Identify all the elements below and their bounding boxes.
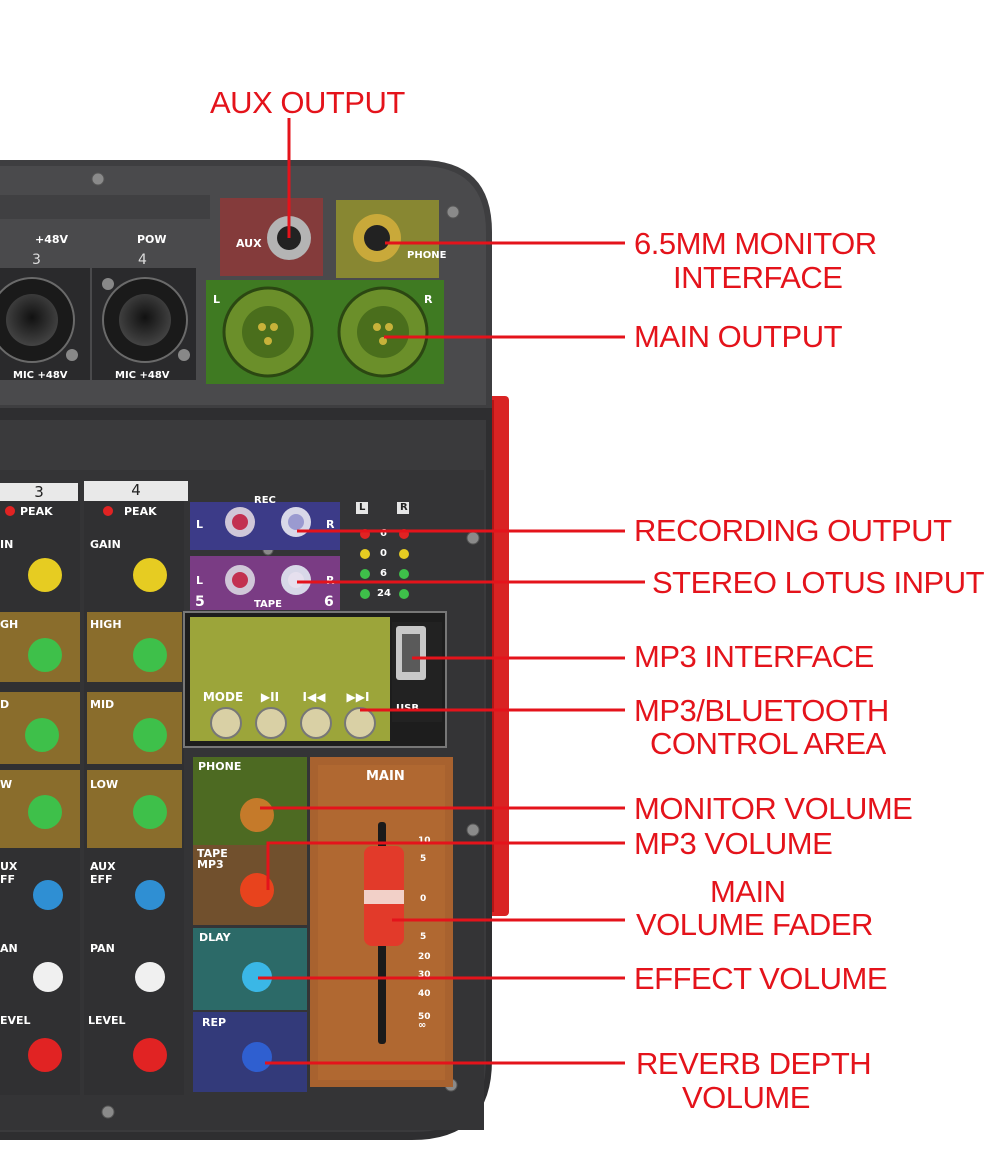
phone-label: PHONE [407, 250, 447, 261]
channel-strip-4 [84, 485, 184, 1095]
next-button-label: ▶▶I [346, 690, 370, 704]
high-label-4: HIGH [90, 618, 122, 631]
peak-label-3: PEAK [20, 505, 53, 518]
fader-mark-0: 0 [420, 894, 427, 904]
xlr-num-3: 3 [32, 252, 41, 268]
recording-output-callout: RECORDING OUTPUT [634, 513, 952, 548]
fader-mark-5a: 5 [420, 854, 427, 864]
fader-mark-50: 50 [418, 1012, 431, 1022]
pan-label-4: PAN [90, 942, 115, 955]
monitor-volume-callout: MONITOR VOLUME [634, 791, 913, 826]
mp3-interface-callout: MP3 INTERFACE [634, 639, 874, 674]
stereo-lotus-input-callout: STEREO LOTUS INPUT [652, 565, 985, 600]
rec-output-area [190, 502, 340, 550]
meter-mark-minus6: 6 [380, 568, 387, 579]
play-pause-button[interactable] [255, 707, 287, 739]
master-mp3-label: MP3 [197, 858, 224, 871]
ch4-knobs [133, 558, 167, 1072]
master-phone-label: PHONE [198, 760, 242, 773]
reverb-depth-callout-2: VOLUME [682, 1080, 810, 1115]
screws [91, 172, 480, 1119]
aux-label-4a: AUX [90, 860, 116, 873]
mp3-bluetooth-callout-1: MP3/BLUETOOTH [634, 693, 889, 728]
aux-label-4b: EFF [90, 873, 113, 886]
tape-left-label: L [196, 574, 204, 587]
main-right-label: R [424, 293, 433, 306]
monitor-interface-callout-2: INTERFACE [673, 260, 843, 295]
rec-label: REC [254, 495, 276, 506]
mid-label-3: D [0, 698, 10, 711]
effect-volume-callout: EFFECT VOLUME [634, 961, 888, 996]
reverb-depth-callout-1: REVERB DEPTH [636, 1046, 872, 1081]
channel-number-3: 3 [0, 483, 78, 501]
master-rep-label: REP [202, 1016, 227, 1029]
master-dlay-label: DLAY [199, 931, 231, 944]
fader-mark-inf: ∞ [418, 1020, 427, 1031]
rca-jacks [225, 507, 311, 595]
main-output-callout: MAIN OUTPUT [634, 319, 843, 354]
xlr-combo-3 [0, 268, 90, 380]
next-button[interactable] [344, 707, 376, 739]
monitor-interface-callout-1: 6.5MM MONITOR [634, 226, 877, 261]
rca-right-label: R [326, 518, 335, 531]
mp3-bluetooth-callout-2: CONTROL AREA [650, 726, 886, 761]
aux-label: AUX [236, 237, 262, 250]
tape-5-label: 5 [195, 594, 205, 610]
high-label-3: GH [0, 618, 19, 631]
meter-right-label: R [400, 502, 408, 513]
mic-label-3: MIC +48V [13, 370, 68, 381]
fader-mark-40: 40 [418, 989, 431, 999]
gain-label-4: GAIN [90, 538, 121, 551]
phantom-label: +48V [35, 233, 69, 246]
power-label: POW [137, 233, 167, 246]
meter-mark-6: 6 [380, 528, 387, 539]
vent-grille [0, 195, 210, 219]
pan-label-3: AN [0, 942, 18, 955]
gain-label-3: IN [0, 538, 14, 551]
xlr-combo-4 [92, 268, 196, 380]
fader-mark-5b: 5 [420, 932, 427, 942]
master-tape-label: TAPE [197, 847, 228, 860]
master-main-label: MAIN [366, 769, 405, 784]
peak-label-4: PEAK [124, 505, 157, 518]
level-label-3: EVEL [0, 1014, 31, 1027]
main-fader-callout-1: MAIN [710, 874, 786, 909]
fader-mark-10: 10 [418, 836, 431, 846]
aux-label-3b: FF [0, 873, 16, 886]
play-button-label: ▶II [260, 690, 280, 704]
fader-mark-30: 30 [418, 970, 431, 980]
mp3-volume-callout: MP3 VOLUME [634, 826, 833, 861]
tape-6-label: 6 [324, 594, 334, 610]
meter-mark-0: 0 [380, 548, 387, 559]
fader-mark-20: 20 [418, 952, 431, 962]
low-label-3: W [0, 778, 13, 791]
xlr-num-4: 4 [138, 252, 147, 268]
meter-left-label: L [359, 502, 366, 513]
rca-left-label: L [196, 518, 204, 531]
main-fader-callout-2: VOLUME FADER [636, 907, 873, 942]
prev-button-label: I◀◀ [302, 690, 326, 704]
ch3-knobs [25, 558, 63, 1072]
meter-mark-24: 24 [377, 588, 391, 599]
mode-button[interactable] [210, 707, 242, 739]
aux-label-3a: UX [0, 860, 18, 873]
previous-button[interactable] [300, 707, 332, 739]
mid-label-4: MID [90, 698, 115, 711]
tape-label: TAPE [254, 599, 282, 610]
main-left-label: L [213, 293, 221, 306]
mode-button-label: MODE [202, 690, 244, 704]
mic-label-4: MIC +48V [115, 370, 170, 381]
channel-number-4: 4 [84, 481, 188, 501]
level-label-4: LEVEL [88, 1014, 126, 1027]
aux-output-callout: AUX OUTPUT [210, 85, 405, 120]
low-label-4: LOW [90, 778, 119, 791]
